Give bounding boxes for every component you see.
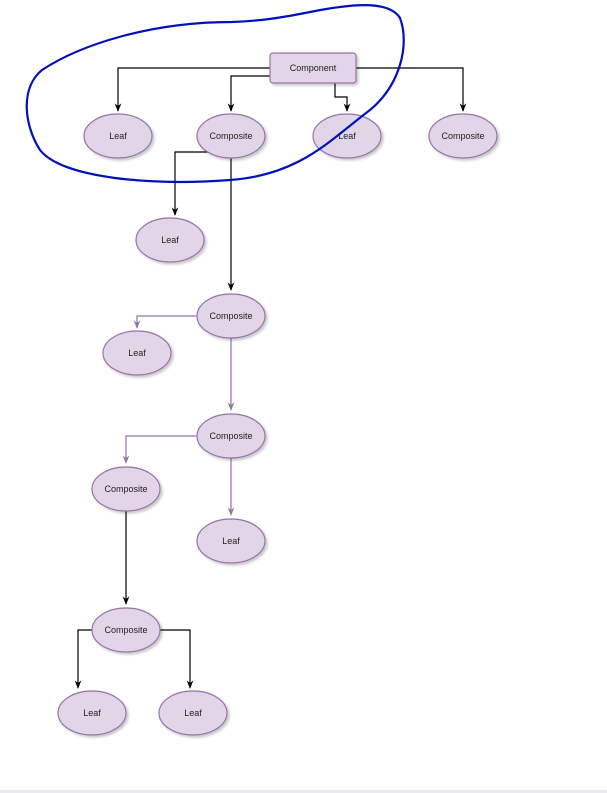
node-leaf-3: Leaf — [135, 217, 205, 263]
node-shape-composite-6 — [91, 607, 161, 653]
node-label-leaf-5: Leaf — [222, 536, 240, 546]
hand-drawn-highlight-loop — [25, 4, 405, 183]
node-label-leaf-2: Leaf — [338, 131, 356, 141]
node-label-component: Component — [290, 63, 337, 73]
edge-component-to-composite-1 — [227, 75, 271, 112]
edge-composite-4-to-composite-5 — [122, 435, 197, 464]
node-label-leaf-6: Leaf — [83, 708, 101, 718]
node-composite-3: Composite — [196, 293, 266, 339]
edge-component-to-composite-2 — [356, 67, 467, 112]
node-shape-leaf-7 — [158, 690, 228, 736]
node-composite-4: Composite — [196, 413, 266, 459]
edges-layer — [74, 67, 467, 689]
node-shape-composite-5 — [91, 466, 161, 512]
node-label-composite-4: Composite — [209, 431, 252, 441]
node-composite-2: Composite — [428, 113, 498, 159]
node-shape-leaf-2 — [312, 113, 382, 159]
node-leaf-7: Leaf — [158, 690, 228, 736]
node-composite-1: Composite — [196, 113, 266, 159]
node-shape-composite-3 — [196, 293, 266, 339]
node-leaf-1: Leaf — [83, 113, 153, 159]
node-composite-5: Composite — [91, 466, 161, 512]
edge-composite-6-to-leaf-6 — [74, 629, 92, 689]
node-leaf-5: Leaf — [196, 518, 266, 564]
node-label-leaf-7: Leaf — [184, 708, 202, 718]
node-shape-leaf-3 — [135, 217, 205, 263]
node-shape-component — [269, 52, 357, 84]
node-leaf-2: Leaf — [312, 113, 382, 159]
node-shape-leaf-5 — [196, 518, 266, 564]
edge-composite-1-to-leaf-3 — [171, 151, 208, 216]
node-leaf-6: Leaf — [57, 690, 127, 736]
node-shape-composite-2 — [428, 113, 498, 159]
node-shape-composite-1 — [196, 113, 266, 159]
node-shape-leaf-1 — [83, 113, 153, 159]
node-label-composite-3: Composite — [209, 311, 252, 321]
node-label-composite-6: Composite — [104, 625, 147, 635]
node-label-leaf-1: Leaf — [109, 131, 127, 141]
node-shape-leaf-4 — [102, 330, 172, 376]
node-label-composite-1: Composite — [209, 131, 252, 141]
node-shape-composite-4 — [196, 413, 266, 459]
node-component: Component — [269, 52, 357, 84]
node-leaf-4: Leaf — [102, 330, 172, 376]
edge-component-to-leaf-2 — [334, 83, 351, 112]
node-label-leaf-3: Leaf — [161, 235, 179, 245]
node-label-composite-2: Composite — [441, 131, 484, 141]
node-label-leaf-4: Leaf — [128, 348, 146, 358]
edge-component-to-leaf-1 — [114, 67, 271, 112]
canvas-bottom-edge — [0, 790, 607, 793]
edge-composite-6-to-leaf-7 — [160, 629, 194, 689]
node-shape-leaf-6 — [57, 690, 127, 736]
edge-composite-3-to-leaf-4 — [133, 315, 197, 329]
node-composite-6: Composite — [91, 607, 161, 653]
node-label-composite-5: Composite — [104, 484, 147, 494]
